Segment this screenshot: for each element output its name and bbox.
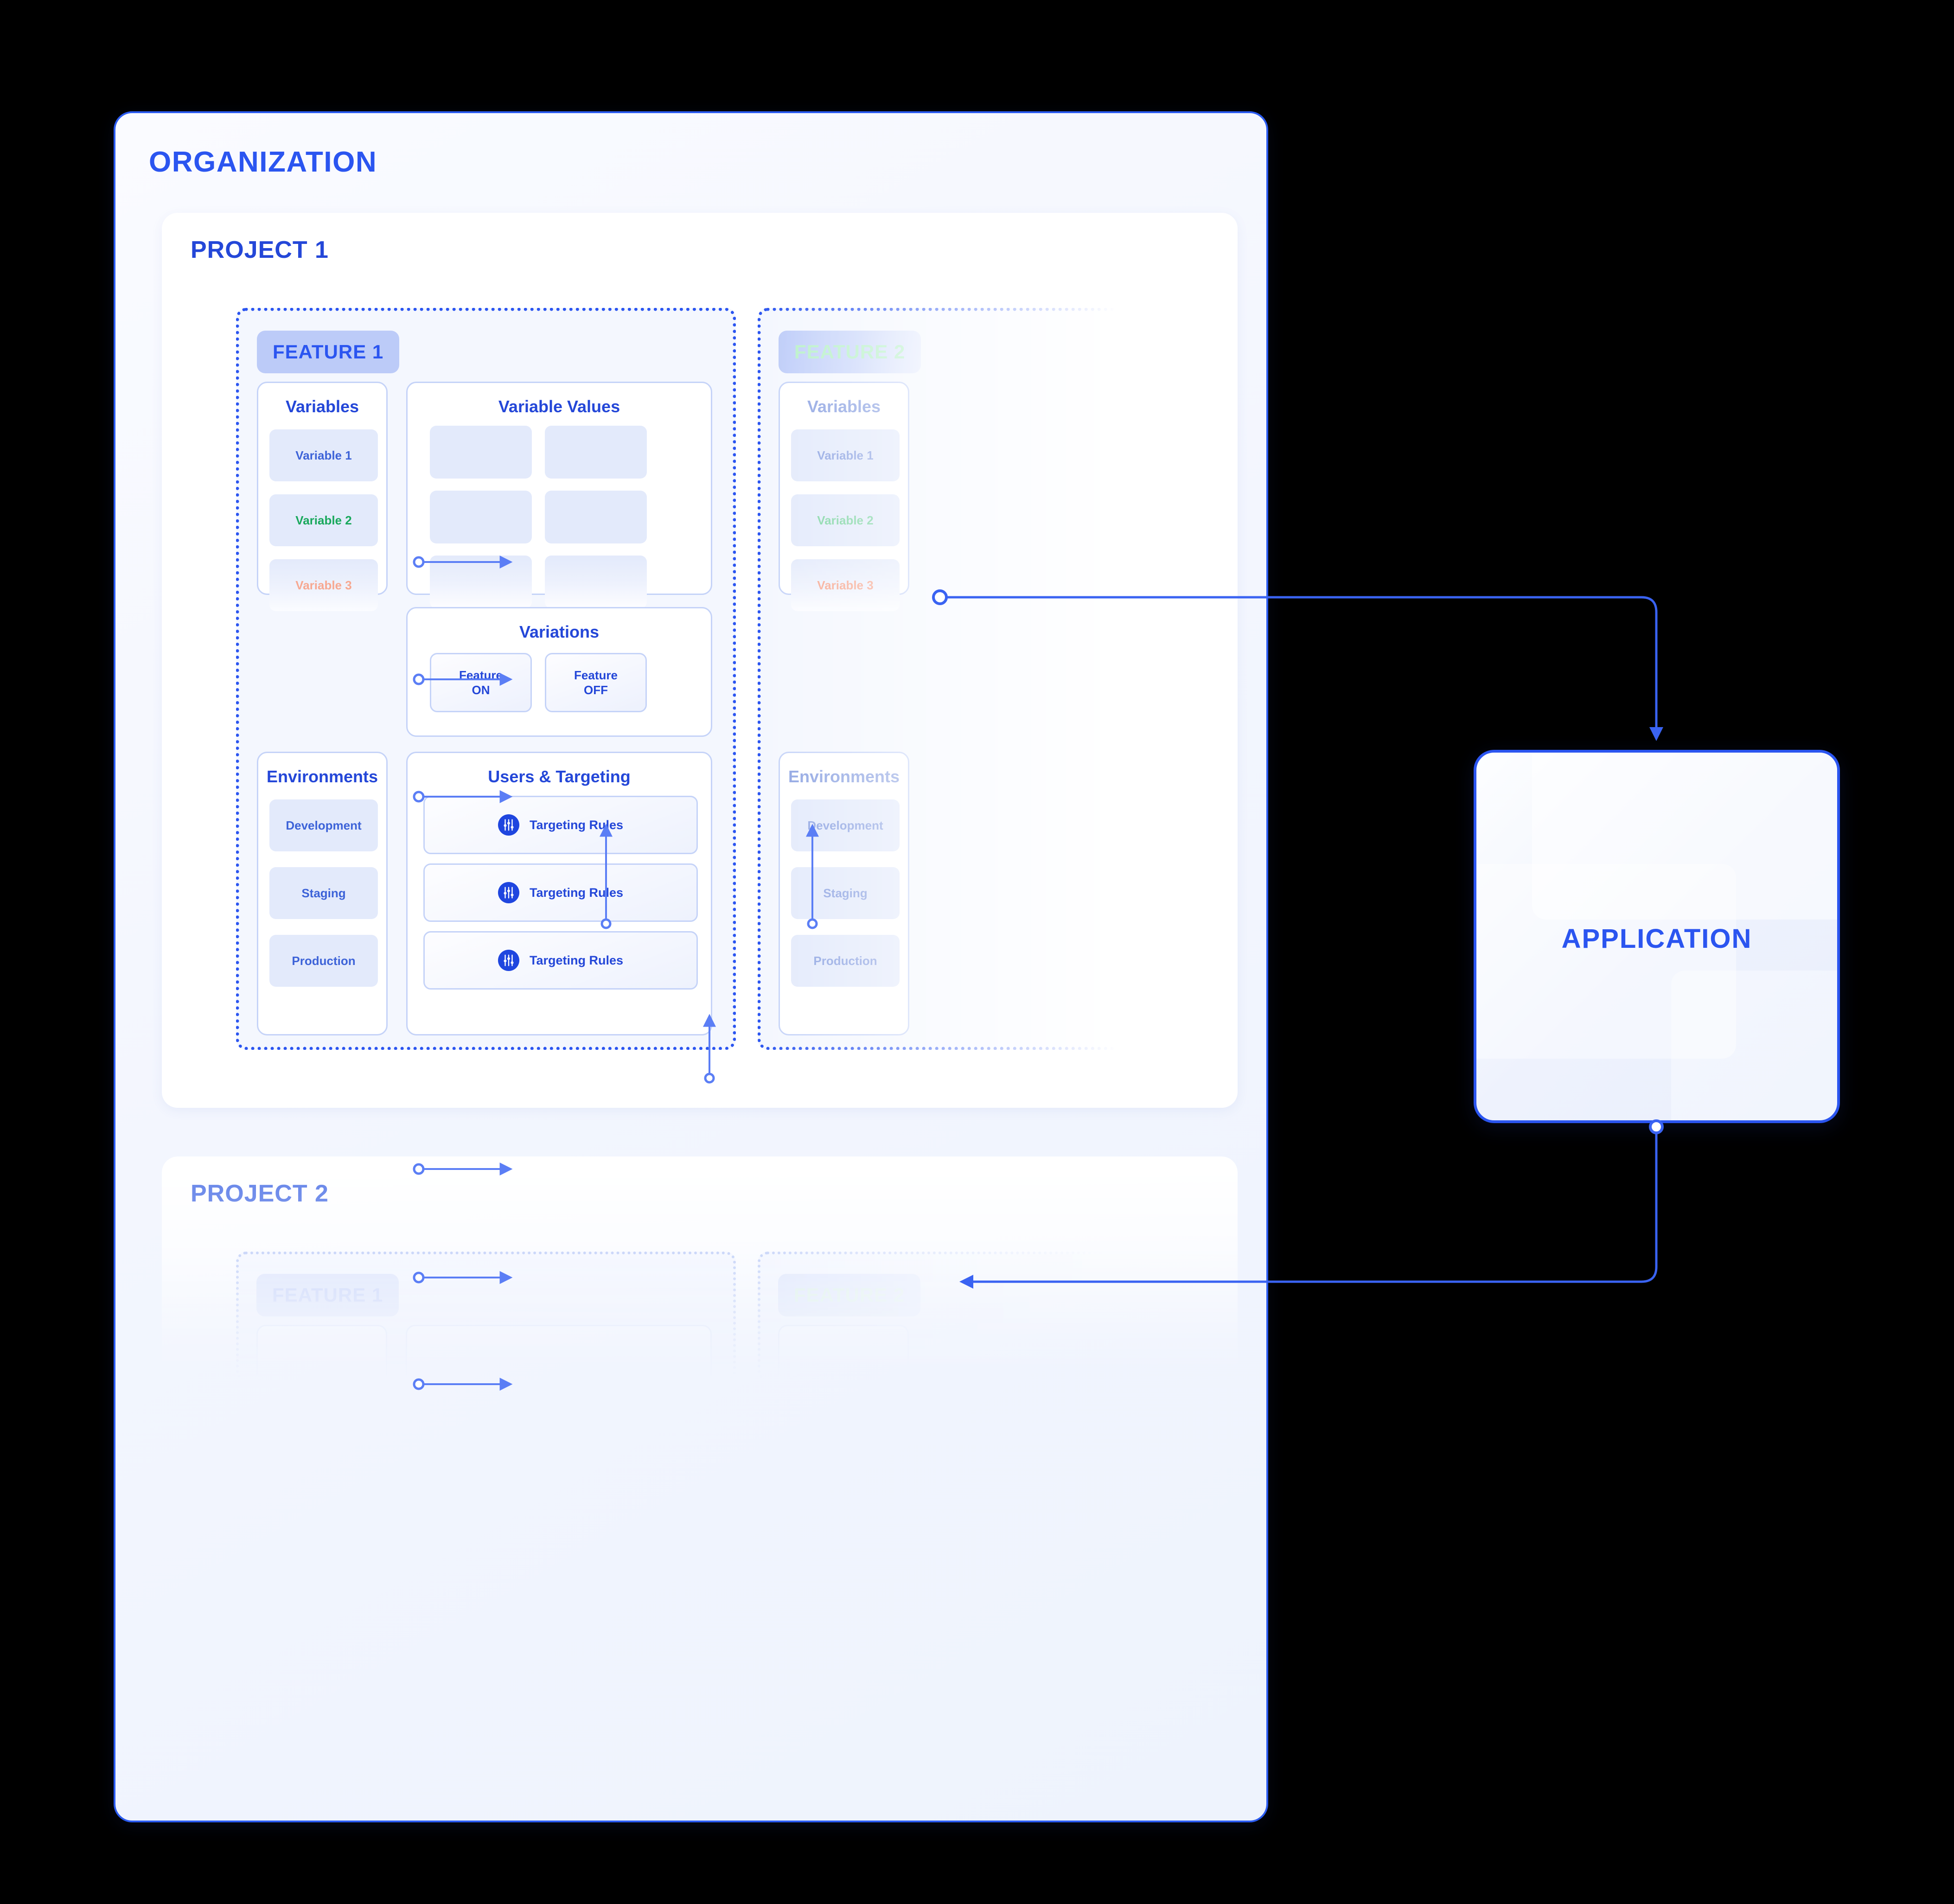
- project-2-feature-1-box[interactable]: FEATURE 1: [236, 1252, 736, 1379]
- value-cell-2-2[interactable]: [545, 491, 647, 543]
- organization-title: ORGANIZATION: [149, 146, 377, 178]
- environment-pill-production-feature-2[interactable]: Production: [791, 935, 900, 987]
- project-1-card: PROJECT 1 FEATURE 1 Variables Variable 1…: [162, 213, 1238, 1108]
- value-cell-1-1[interactable]: [430, 426, 532, 479]
- application-shape-2: [1476, 864, 1736, 1059]
- variations-panel-title: Variations: [519, 622, 600, 641]
- environment-pill-development-feature-2[interactable]: Development: [791, 799, 900, 851]
- variable-pill-1-feature-2[interactable]: Variable 1: [791, 429, 900, 481]
- value-cell-1-2[interactable]: [545, 426, 647, 479]
- application-shape-1: [1532, 753, 1837, 920]
- environments-panel-title: Environments: [266, 767, 378, 786]
- variation-on-line2: ON: [472, 683, 490, 697]
- variation-off-line2: OFF: [584, 683, 608, 697]
- project-1-title: PROJECT 1: [191, 236, 329, 263]
- variables-panel-title: Variables: [285, 397, 359, 416]
- project-2-title: PROJECT 2: [191, 1180, 329, 1207]
- project-2-feature-2-box[interactable]: FEATURE 2: [758, 1252, 1238, 1379]
- environment-pill-development[interactable]: Development: [269, 799, 378, 851]
- targeting-rule-row-2[interactable]: Targeting Rules: [423, 863, 698, 922]
- variation-feature-off[interactable]: Feature OFF: [545, 653, 647, 712]
- variable-pill-1[interactable]: Variable 1: [269, 429, 378, 481]
- users-targeting-panel-title: Users & Targeting: [488, 767, 631, 786]
- environment-pill-staging[interactable]: Staging: [269, 867, 378, 919]
- sliders-icon: [498, 950, 519, 971]
- targeting-rule-label-1: Targeting Rules: [529, 818, 624, 832]
- users-targeting-panel: Users & Targeting: [406, 752, 712, 1035]
- sliders-icon: [498, 814, 519, 836]
- organization-card: ORGANIZATION PROJECT 1 FEATURE 1 Variabl…: [114, 111, 1268, 1822]
- application-title: APPLICATION: [1561, 924, 1752, 954]
- targeting-rule-row-3[interactable]: Targeting Rules: [423, 931, 698, 990]
- variables-panel: Variables Variable 1 Variable 2 Variable…: [257, 382, 388, 611]
- variables-panel-title-feature-2: Variables: [807, 397, 881, 416]
- targeting-rule-label-2: Targeting Rules: [529, 885, 624, 900]
- value-cell-3-1[interactable]: [430, 556, 532, 608]
- environments-panel-feature-2: Environments Development Staging Product…: [779, 752, 909, 1035]
- variable-values-panel: Variable Values: [406, 382, 712, 608]
- variation-feature-on[interactable]: Feature ON: [430, 653, 532, 712]
- environments-panel-title-feature-2: Environments: [788, 767, 900, 786]
- value-cell-3-2[interactable]: [545, 556, 647, 608]
- environments-panel: Environments Development Staging Product…: [257, 752, 388, 1035]
- project-2-variables-panel: [256, 1325, 387, 1379]
- project-2-feature-2-variables-panel: [778, 1325, 909, 1379]
- environment-pill-staging-feature-2[interactable]: Staging: [791, 867, 900, 919]
- variations-panel: Variations Feature ON Feature OFF: [406, 607, 712, 737]
- feature-2-badge[interactable]: FEATURE 2: [779, 331, 921, 373]
- targeting-rule-row-1[interactable]: Targeting Rules: [423, 796, 698, 854]
- sliders-icon: [498, 882, 519, 903]
- variables-panel-feature-2: Variables Variable 1 Variable 2 Variable…: [779, 382, 909, 611]
- targeting-rule-label-3: Targeting Rules: [529, 953, 624, 967]
- project-2-feature-2-badge[interactable]: FEATURE 2: [778, 1274, 921, 1316]
- project-2-card: PROJECT 2 FEATURE 1 FEATURE 2: [162, 1156, 1238, 1379]
- environment-pill-production[interactable]: Production: [269, 935, 378, 987]
- variation-off-line1: Feature: [574, 668, 618, 682]
- variable-pill-3-feature-2[interactable]: Variable 3: [791, 559, 900, 611]
- variable-pill-3[interactable]: Variable 3: [269, 559, 378, 611]
- project-2-feature-1-badge[interactable]: FEATURE 1: [256, 1274, 399, 1316]
- value-cell-2-1[interactable]: [430, 491, 532, 543]
- feature-1-box[interactable]: FEATURE 1 Variables Variable 1 Variable …: [236, 308, 736, 1050]
- variation-on-line1: Feature: [459, 668, 503, 682]
- variable-values-panel-title: Variable Values: [498, 397, 620, 416]
- variable-pill-2[interactable]: Variable 2: [269, 494, 378, 546]
- variable-pill-2-feature-2[interactable]: Variable 2: [791, 494, 900, 546]
- project-2-variable-values-panel: [406, 1325, 712, 1379]
- application-shape-3: [1671, 971, 1837, 1120]
- feature-1-badge[interactable]: FEATURE 1: [257, 331, 400, 373]
- feature-2-box[interactable]: FEATURE 2 Variables Variable 1 Variable …: [758, 308, 1238, 1050]
- application-box[interactable]: APPLICATION: [1474, 750, 1840, 1123]
